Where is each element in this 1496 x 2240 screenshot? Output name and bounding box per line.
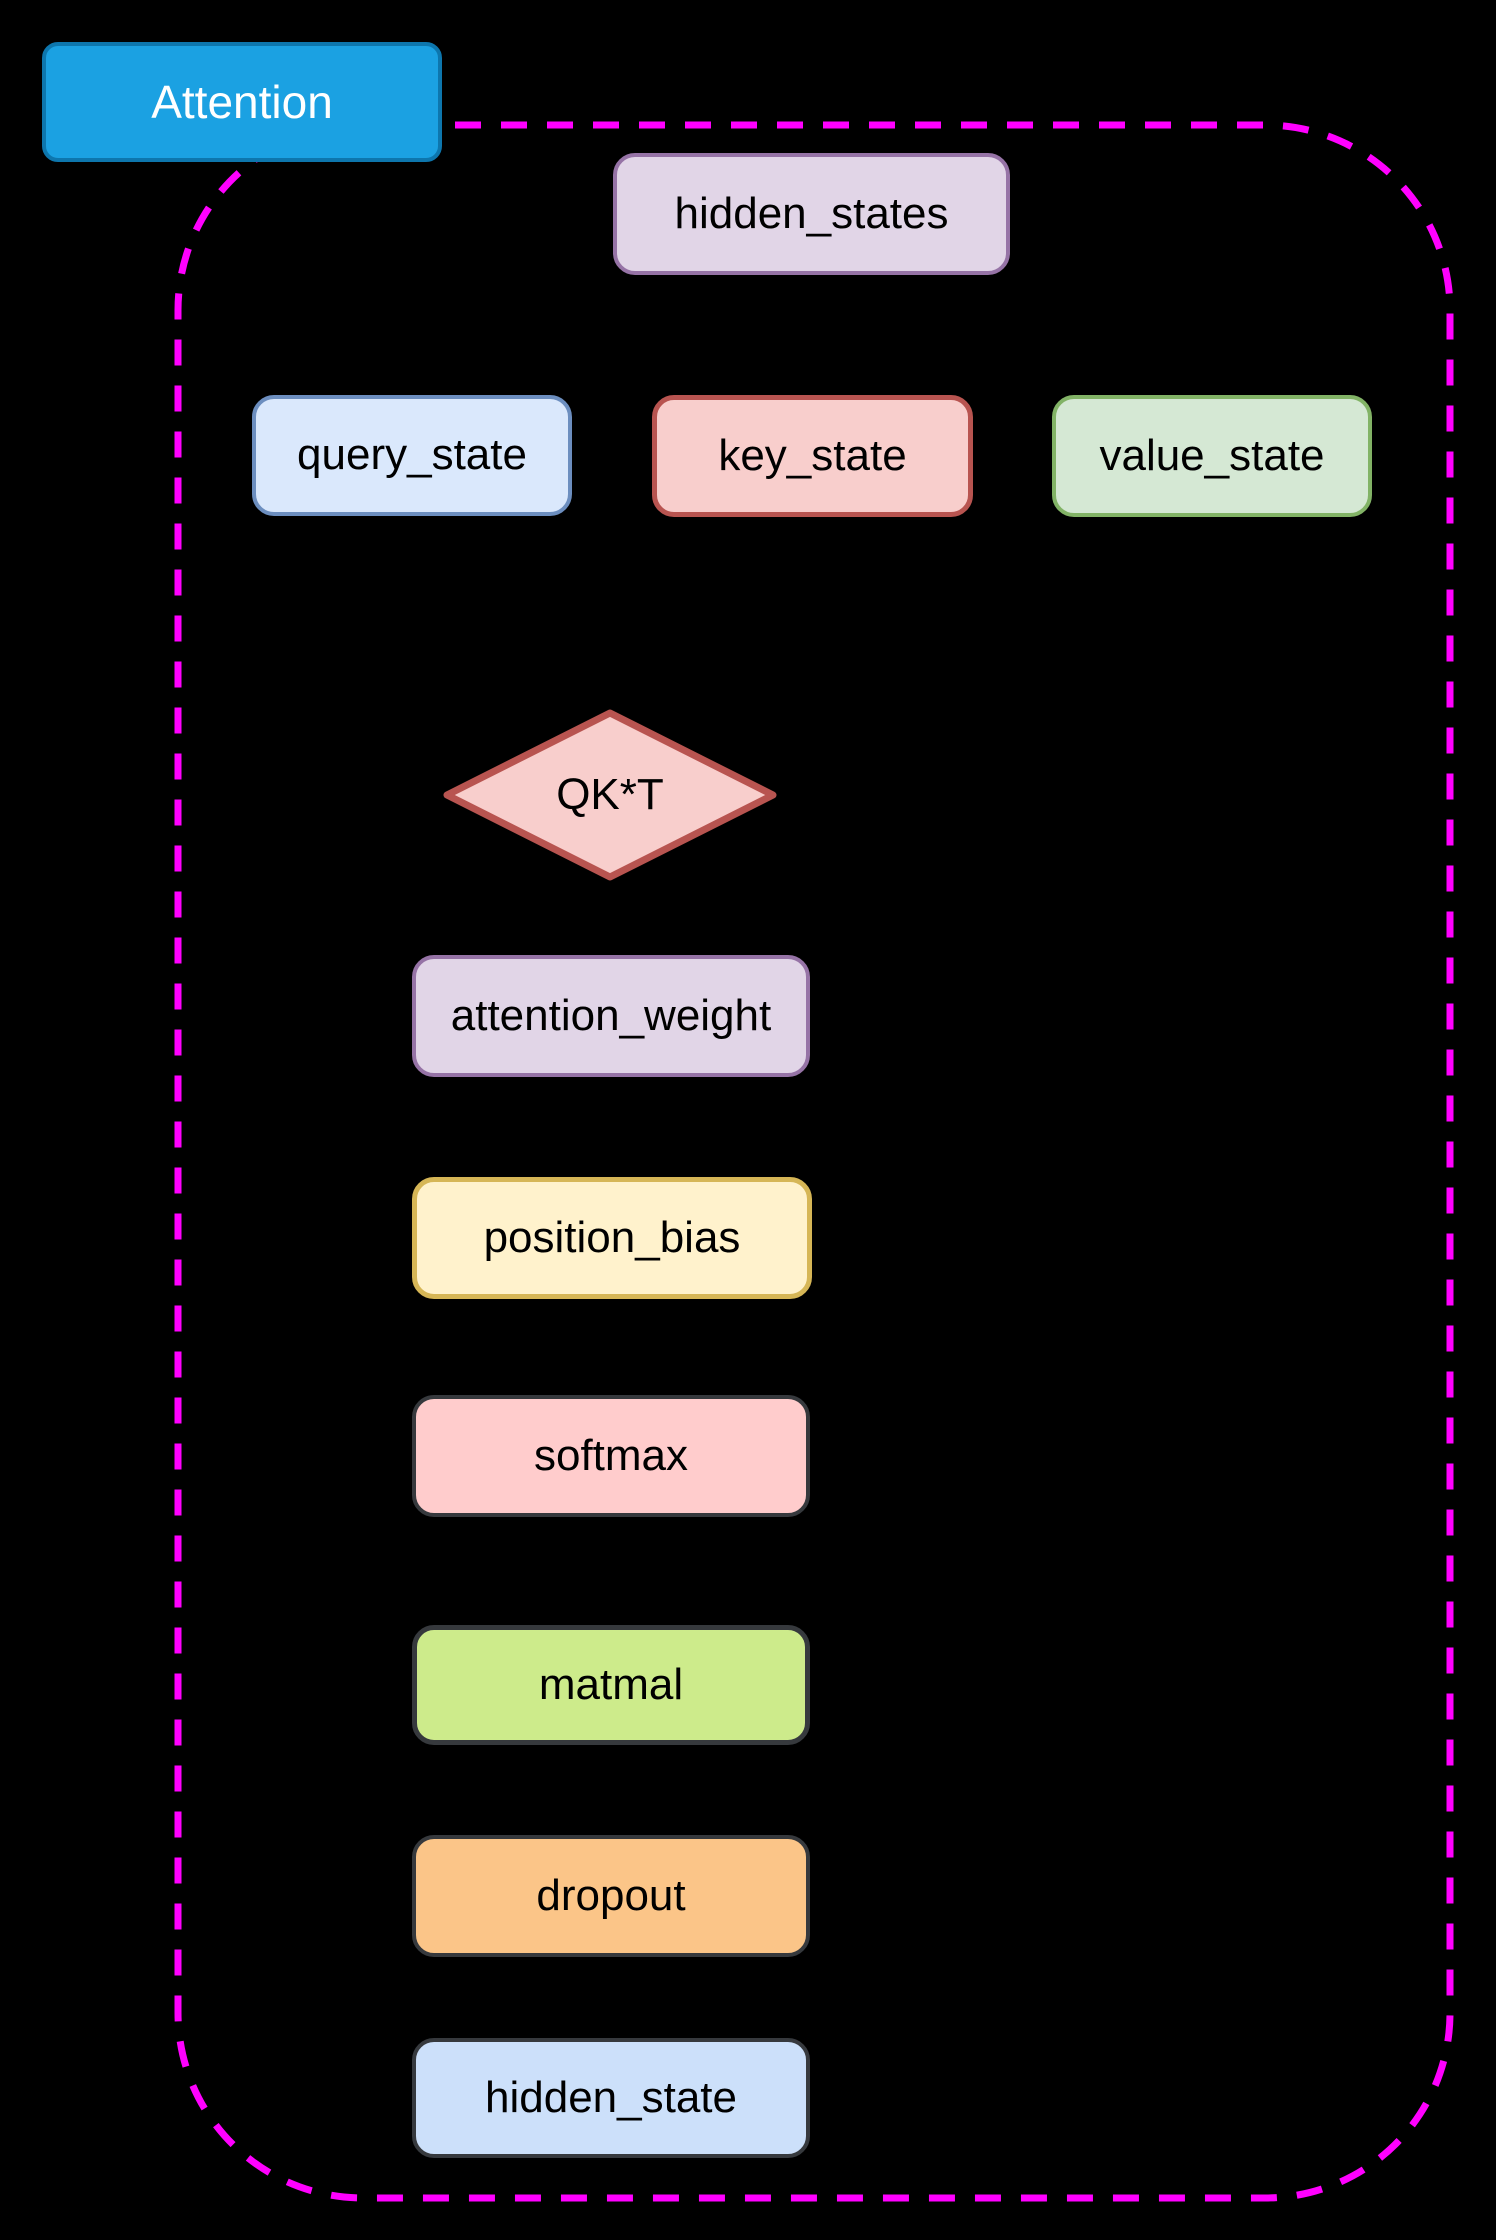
query-state-node: query_state xyxy=(252,395,572,516)
container-dashed-border xyxy=(174,121,1454,2202)
value-state-node: value_state xyxy=(1052,395,1372,517)
attention-title-node: Attention xyxy=(42,42,442,162)
attention-weight-node: attention_weight xyxy=(412,955,810,1077)
key-state-node: key_state xyxy=(652,395,973,517)
position-bias-node: position_bias xyxy=(412,1177,812,1299)
hidden-states-node: hidden_states xyxy=(613,153,1010,275)
qkt-diamond-label: QK*T xyxy=(556,770,664,819)
dropout-node: dropout xyxy=(412,1835,810,1957)
qkt-diamond-shape xyxy=(443,709,777,881)
softmax-node: softmax xyxy=(412,1395,810,1517)
matmal-node: matmal xyxy=(412,1625,810,1745)
hidden-state-node: hidden_state xyxy=(412,2038,810,2158)
